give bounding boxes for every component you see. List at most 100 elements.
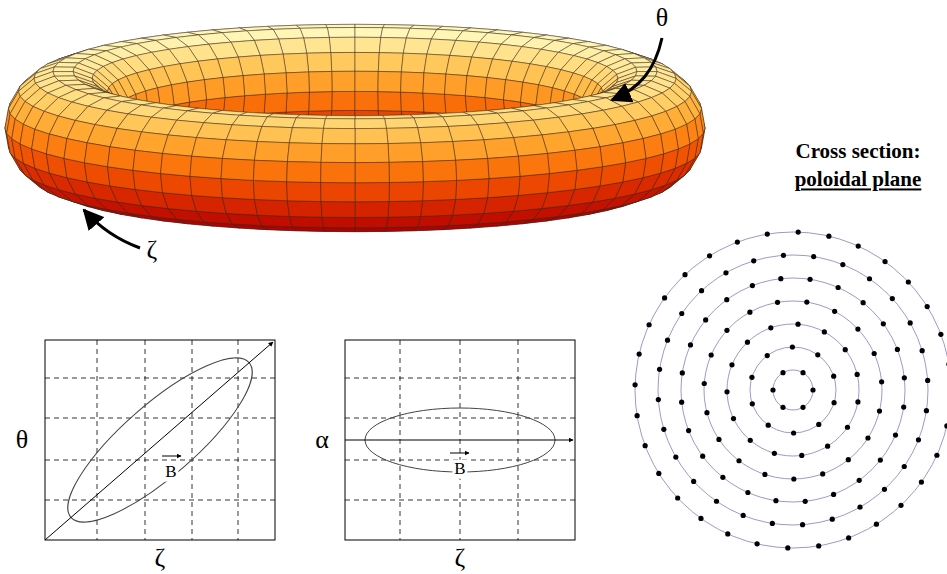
field-line-dot [751,258,756,263]
torus-face [332,71,355,91]
torus-face [287,162,321,183]
torus-face [548,170,578,192]
torus-face [254,199,289,216]
field-line-dot [661,427,666,432]
torus-face [355,228,386,232]
field-line-dot [643,443,648,448]
field-line-dot [741,513,746,518]
field-line-dot [703,317,708,322]
torus-face [260,54,286,74]
torus-face [287,182,321,202]
torus-face [286,72,309,93]
torus-face [520,82,538,105]
torus-face [542,132,575,154]
torus-face [283,53,309,73]
field-line-dot [646,322,651,327]
field-line-dot [698,516,703,521]
field-line-dot [762,472,767,477]
torus-face [322,128,355,143]
field-line-dot [872,351,877,356]
torus-face [636,67,658,72]
flux-surface [750,347,836,433]
field-label: B [163,463,178,482]
torus-face [623,139,646,163]
field-line-dot [803,499,808,504]
field-line-dot [881,321,886,326]
field-line-dot [830,517,835,522]
torus-face [443,115,478,126]
flux-surface [704,301,882,479]
field-line-dot [656,397,661,402]
torus-face [322,217,355,228]
section-title: Cross section: [795,140,920,163]
field-line-dot [877,408,882,413]
flux-surface [635,232,947,548]
field-line-dot [791,430,796,435]
torus-face [332,91,355,110]
field-line-dot [882,487,887,492]
torus-face [190,176,222,197]
torus-face [262,117,296,128]
field-label: B [452,460,467,479]
field-line-dot [735,240,740,245]
field-line-dot [790,344,795,349]
field-line-dot [772,451,777,456]
torus-face [401,53,427,73]
field-line-dot [665,338,670,343]
torus-face [418,126,453,142]
torus-face [423,180,457,200]
field-line-dot [770,521,775,526]
torus-face [321,144,355,163]
field-line-dot [700,454,705,459]
field-line-dot [702,381,707,386]
torus-face [287,143,322,163]
field-line-dot [836,285,841,290]
field-line-dot [855,327,860,332]
field-line-dot [846,457,851,462]
field-line-dot [766,423,771,428]
field-line-dot [748,438,753,443]
torus-face [456,158,489,180]
field-line-dot [745,340,750,345]
torus-face [222,198,257,216]
field-line-dot [944,423,947,428]
field-line-dot [680,370,685,375]
field-line-dot [724,297,729,302]
field-line-dot [946,362,947,367]
torus-face [424,54,450,74]
zeta-axis-label: ζ [455,544,466,573]
field-line-dot [750,401,755,406]
torus-face [488,176,520,197]
field-line-dot [856,243,861,248]
flux-surface [681,278,905,502]
torus-face [379,37,406,53]
field-line-dot [632,382,637,387]
torus-face [324,119,355,129]
torus-face [286,92,309,112]
field-line-dot [791,476,796,481]
field-line-dot [822,329,827,334]
torus-face [388,143,423,163]
torus-face [453,140,488,160]
torus-face [325,24,355,27]
field-line-dot [874,522,879,527]
field-line-dot [919,479,924,484]
torus-face [355,202,389,218]
zeta-arrow [84,210,140,248]
flux-surface [773,370,813,410]
torus-face [329,37,355,52]
torus-face [321,182,355,201]
torus-face [264,73,287,94]
torus-face [378,53,403,72]
field-line-dot [796,229,801,234]
torus-face [64,139,87,163]
torus-face [548,150,578,173]
torus-face [423,160,457,181]
torus-face [84,143,110,167]
field-line-dot [920,348,925,353]
torus-face [355,182,389,201]
torus-face [279,38,307,54]
theta-zeta-plot [45,335,275,544]
torus-face [421,142,456,162]
field-line-dot [800,522,805,527]
